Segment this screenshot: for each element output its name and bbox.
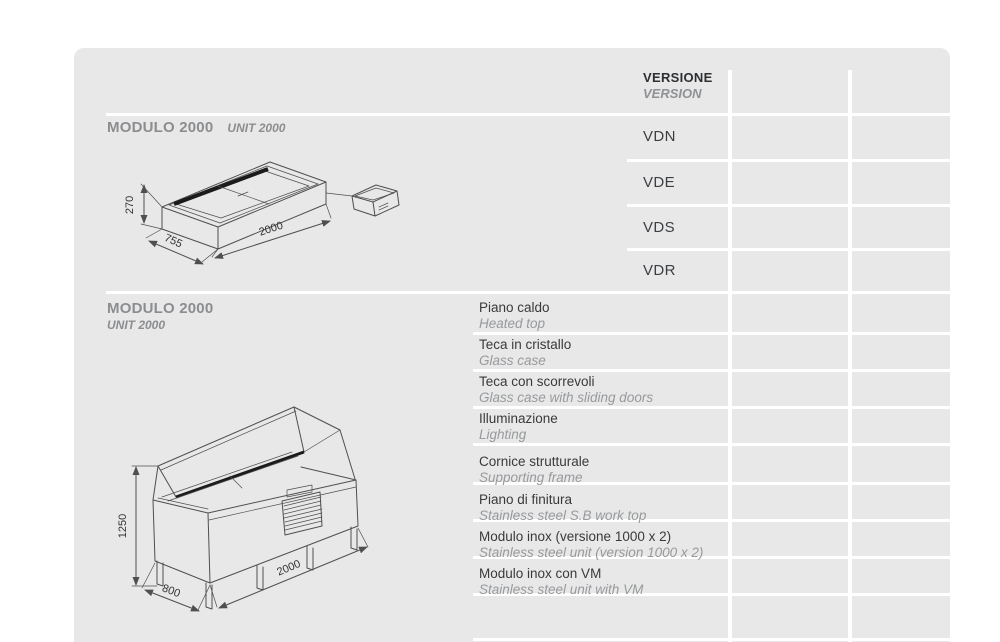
- feature-label-en: Stainless steel S.B work top: [479, 508, 647, 523]
- row-divider: [106, 113, 950, 116]
- row-divider: [473, 332, 950, 335]
- feature-label-it: Illuminazione: [479, 411, 558, 426]
- unit-2000-drop-in-drawing: 270 755 2000: [120, 152, 410, 272]
- row-divider: [106, 291, 950, 294]
- section-subtitle: UNIT 2000: [227, 121, 286, 135]
- version-label-vds: VDS: [643, 219, 676, 236]
- feature-label-en: Glass case: [479, 353, 546, 368]
- feature-label-en: Stainless steel unit (version 1000 x 2): [479, 545, 704, 560]
- dimension-label-height: 1250: [118, 514, 129, 538]
- row-divider: [473, 638, 950, 641]
- unit-2000-counter-drawing: 1250 800 2000: [118, 400, 448, 640]
- row-divider: [473, 482, 950, 485]
- version-header-it: VERSIONE: [643, 70, 713, 85]
- feature-label-en: Glass case with sliding doors: [479, 390, 654, 405]
- section-title-bottom: MODULO 2000 UNIT 2000: [107, 300, 213, 334]
- version-label-vde: VDE: [643, 174, 676, 191]
- section-title: MODULO 2000: [107, 300, 214, 317]
- version-label-vdr: VDR: [643, 262, 676, 279]
- feature-label-it: Modulo inox (versione 1000 x 2): [479, 529, 672, 544]
- feature-label-it: Modulo inox con VM: [479, 566, 602, 581]
- row-divider: [473, 369, 950, 372]
- section-title: MODULO 2000: [107, 119, 214, 136]
- feature-label-en: Heated top: [479, 316, 546, 331]
- row-divider: [627, 204, 950, 207]
- feature-label-it: Cornice strutturale: [479, 454, 590, 469]
- column-divider: [728, 70, 732, 642]
- version-label-vdn: VDN: [643, 128, 676, 145]
- section-subtitle: UNIT 2000: [107, 318, 166, 332]
- feature-label-en: Stainless steel unit with VM: [479, 582, 644, 597]
- feature-label-en: Lighting: [479, 427, 527, 442]
- feature-label-it: Teca con scorrevoli: [479, 374, 595, 389]
- feature-label-it: Teca in cristallo: [479, 337, 572, 352]
- version-header-en: VERSION: [643, 86, 702, 101]
- row-divider: [473, 593, 950, 596]
- dimension-label-width: 2000: [258, 220, 285, 239]
- feature-label-it: Piano di finitura: [479, 492, 573, 507]
- row-divider: [473, 519, 950, 522]
- section-title-top: MODULO 2000 UNIT 2000: [107, 119, 285, 137]
- row-divider: [473, 556, 950, 559]
- row-divider: [627, 248, 950, 251]
- row-divider: [473, 406, 950, 409]
- row-divider: [473, 443, 950, 446]
- row-divider: [627, 159, 950, 162]
- feature-label-en: Supporting frame: [479, 470, 583, 485]
- feature-label-it: Piano caldo: [479, 300, 550, 315]
- column-divider: [848, 70, 852, 642]
- dimension-label-height: 270: [124, 196, 136, 214]
